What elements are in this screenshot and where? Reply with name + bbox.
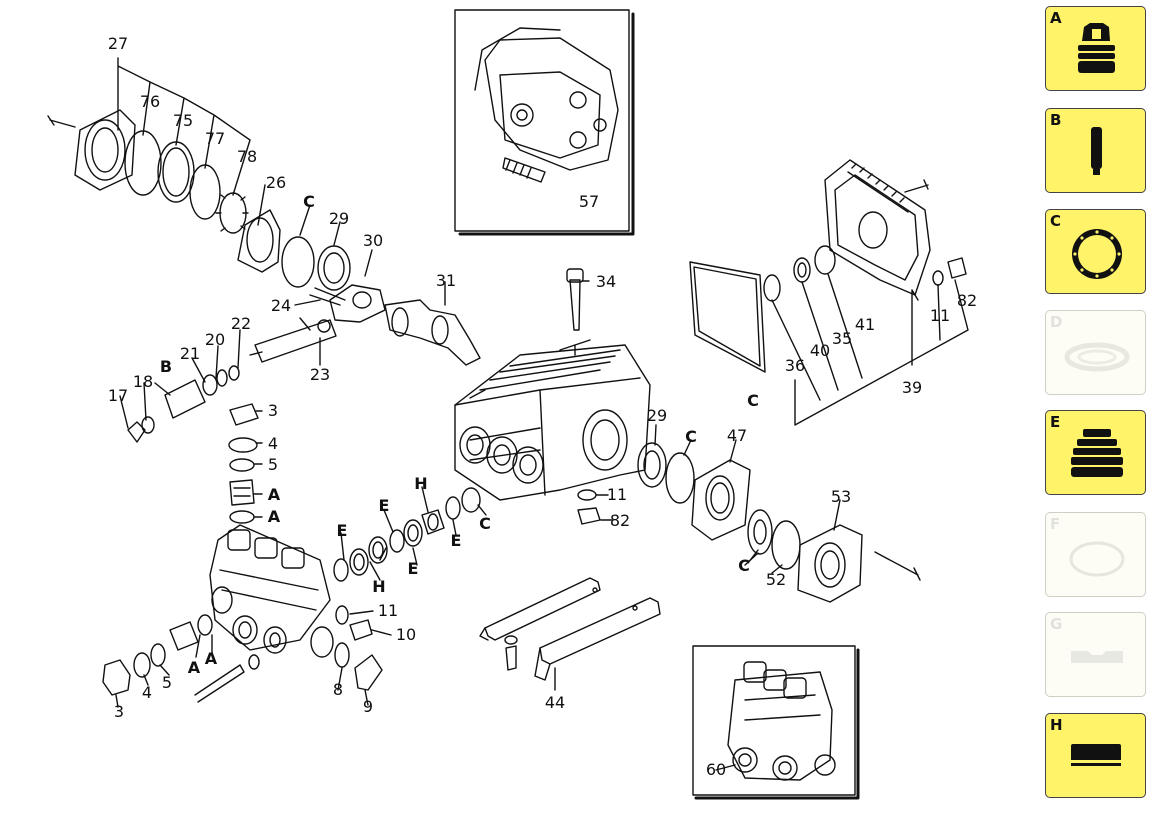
part-label: 27 xyxy=(107,34,129,53)
kit-c-letter: C xyxy=(1050,212,1062,230)
part-label: C xyxy=(747,391,759,410)
part-label: 5 xyxy=(161,673,173,692)
kit-f-letter: F xyxy=(1050,515,1061,533)
kit-g-button[interactable]: G xyxy=(1045,612,1146,697)
valve-icon xyxy=(1078,23,1115,73)
part-label: 11 xyxy=(929,306,951,325)
part-label: 36 xyxy=(784,356,806,375)
kit-sidebar: A B C D E xyxy=(1044,0,1150,814)
part-label: 21 xyxy=(179,344,201,363)
exploded-parts-diagram xyxy=(47,9,969,800)
part-label: 9 xyxy=(362,697,374,716)
part-label: 82 xyxy=(609,511,631,530)
part-label: 47 xyxy=(726,426,748,445)
part-label: B xyxy=(159,357,173,376)
part-label: E xyxy=(336,521,348,540)
part-label: 82 xyxy=(956,291,978,310)
kit-b-letter: B xyxy=(1050,111,1062,129)
part-label: 57 xyxy=(578,192,600,211)
part-label: 30 xyxy=(362,231,384,250)
inset-manifold xyxy=(692,645,860,800)
diagram-drawing xyxy=(47,9,969,800)
part-label: 11 xyxy=(377,601,399,620)
oring-icon xyxy=(1072,229,1122,279)
part-label: C xyxy=(479,514,491,533)
kit-g-letter: G xyxy=(1050,615,1063,633)
part-label: 31 xyxy=(435,271,457,290)
part-label: 78 xyxy=(236,147,258,166)
part-label: 5 xyxy=(267,455,279,474)
packing-icon xyxy=(1071,429,1123,477)
pump-head xyxy=(209,524,334,658)
part-label: 3 xyxy=(113,702,125,721)
gasket-icon xyxy=(1071,651,1123,663)
part-label: 77 xyxy=(204,129,226,148)
part-label: A xyxy=(267,507,281,526)
kit-f-button[interactable]: F xyxy=(1045,512,1146,597)
part-label: H xyxy=(372,577,386,596)
kit-d-letter: D xyxy=(1050,313,1063,331)
rear-cover xyxy=(47,109,136,191)
part-label: 17 xyxy=(107,386,129,405)
kit-h-letter: H xyxy=(1050,716,1063,734)
part-label: 20 xyxy=(204,330,226,349)
part-label: 76 xyxy=(139,92,161,111)
part-label: 44 xyxy=(544,693,566,712)
part-label: 10 xyxy=(395,625,417,644)
kit-e-letter: E xyxy=(1050,413,1061,431)
part-label: 18 xyxy=(132,372,154,391)
part-label: 3 xyxy=(267,401,279,420)
inset-gearbox xyxy=(454,9,635,236)
ring-icon xyxy=(1069,541,1125,577)
part-label: A xyxy=(187,658,201,677)
part-label: 60 xyxy=(705,760,727,779)
part-label: E xyxy=(450,531,462,550)
part-label: C xyxy=(685,427,697,446)
part-label: 24 xyxy=(270,296,292,315)
part-label: 8 xyxy=(332,680,344,699)
part-label: 26 xyxy=(265,173,287,192)
part-label: 35 xyxy=(831,329,853,348)
part-label: 52 xyxy=(765,570,787,589)
kit-d-button[interactable]: D xyxy=(1045,310,1146,395)
kit-a-letter: A xyxy=(1050,9,1062,27)
part-label: E xyxy=(407,559,419,578)
part-label: 4 xyxy=(267,434,279,453)
kit-c-button[interactable]: C xyxy=(1045,209,1146,294)
part-label: H xyxy=(414,474,428,493)
kit-h-button[interactable]: H xyxy=(1045,713,1146,798)
kit-e-button[interactable]: E xyxy=(1045,410,1146,495)
bar-icon xyxy=(1071,744,1121,766)
part-label: 53 xyxy=(830,487,852,506)
mounting-rails xyxy=(479,577,661,691)
part-label: C xyxy=(303,192,315,211)
kit-a-button[interactable]: A xyxy=(1045,6,1146,91)
part-label: 41 xyxy=(854,315,876,334)
part-label: 39 xyxy=(901,378,923,397)
part-label: E xyxy=(378,496,390,515)
crankcase xyxy=(454,339,651,501)
part-label: A xyxy=(204,649,218,668)
piston-icon xyxy=(1091,127,1102,175)
part-label: 29 xyxy=(328,209,350,228)
part-label: 29 xyxy=(646,406,668,425)
part-label: 75 xyxy=(172,111,194,130)
part-label: 34 xyxy=(595,272,617,291)
part-label: 22 xyxy=(230,314,252,333)
seal-ring-icon xyxy=(1064,342,1130,372)
part-label: 40 xyxy=(809,341,831,360)
part-label: 4 xyxy=(141,683,153,702)
part-label: A xyxy=(267,485,281,504)
part-label: C xyxy=(738,556,750,575)
part-label: 23 xyxy=(309,365,331,384)
side-cover xyxy=(824,159,931,296)
kit-b-button[interactable]: B xyxy=(1045,108,1146,193)
part-label: 11 xyxy=(606,485,628,504)
